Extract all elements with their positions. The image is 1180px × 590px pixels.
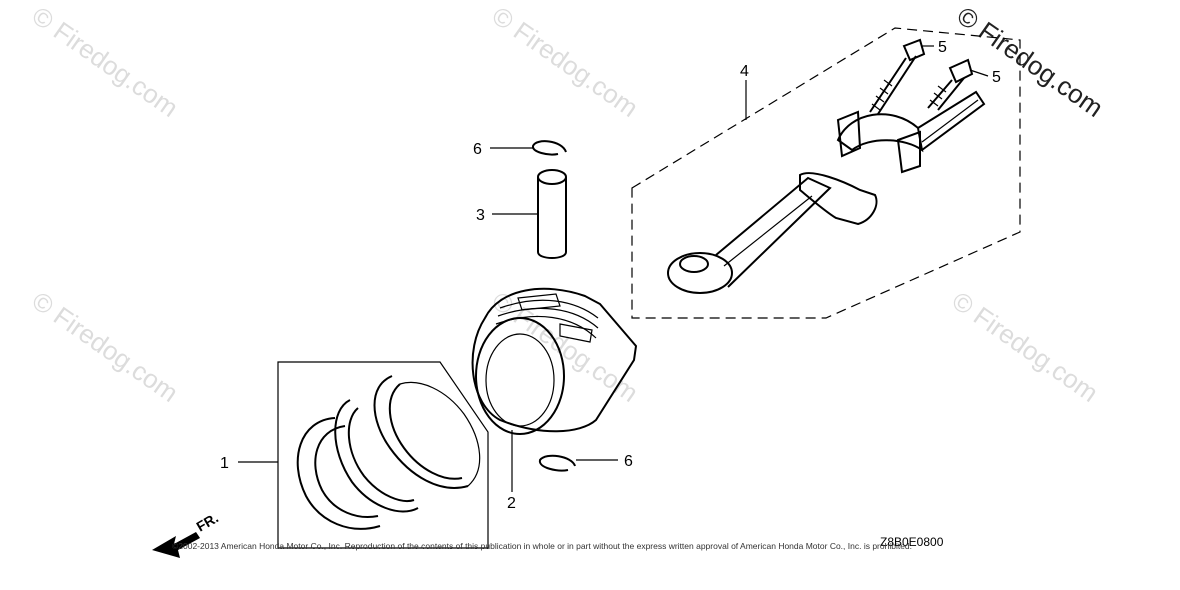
piston-rings [277, 361, 489, 549]
watermark: © Firedog.com [487, 0, 644, 123]
watermark: © Firedog.com [27, 0, 184, 123]
bolt-lower [927, 58, 974, 111]
watermark: © Firedog.com [487, 285, 644, 408]
callout-bolt-upper: 5 [938, 39, 947, 56]
front-direction-label: FR. [194, 509, 222, 534]
callout-piston: 2 [507, 495, 516, 512]
piston-pin [537, 169, 567, 259]
callout-connecting-rod: 4 [740, 63, 749, 80]
callout-piston-pin: 3 [476, 207, 485, 224]
callout-clip-lower: 6 [624, 453, 633, 470]
piston-pin-clip-lower [538, 454, 576, 472]
piston-pin-clip-upper [532, 140, 567, 156]
callout-piston-rings: 1 [220, 455, 229, 472]
callout-bolt-lower: 5 [992, 69, 1001, 86]
connecting-rod [667, 90, 986, 294]
copyright-notice: ©2002-2013 American Honda Motor Co., Inc… [172, 541, 912, 551]
watermark: © Firedog.com [952, 0, 1109, 123]
watermark: © Firedog.com [27, 285, 184, 408]
callout-clip-upper: 6 [473, 141, 482, 158]
connecting-rod-frame [631, 27, 1021, 319]
leader-lines [238, 45, 989, 492]
watermark: © Firedog.com [947, 285, 1104, 408]
piston [471, 287, 638, 435]
bolt-upper [869, 38, 926, 115]
diagram-code: Z8B0E0800 [880, 535, 944, 549]
